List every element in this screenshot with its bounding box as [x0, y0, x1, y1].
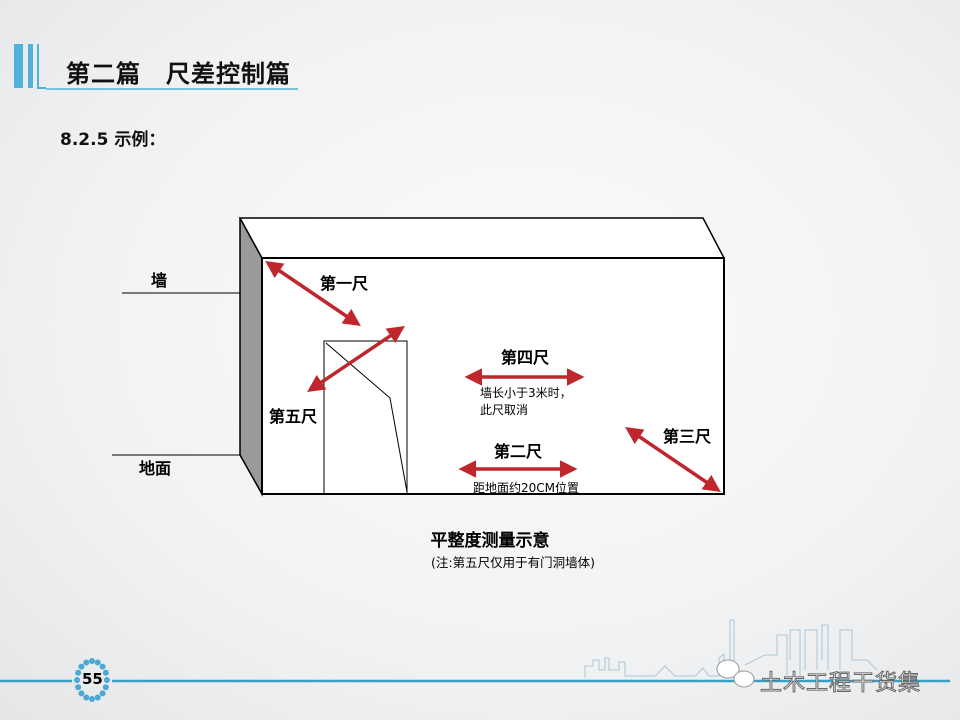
ruler-5-arrow — [307, 326, 405, 392]
ruler-2-label: 第二尺 — [494, 442, 542, 461]
ruler-4-label: 第四尺 — [501, 348, 549, 367]
ring-dot — [74, 677, 80, 683]
ring-dot — [78, 663, 85, 670]
ring-dot — [83, 694, 90, 701]
diagram-caption: 平整度测量示意 — [431, 530, 550, 551]
ring-dot — [89, 696, 95, 702]
wall-side-face — [239, 217, 263, 497]
section-heading: 8.2.5 示例： — [60, 130, 166, 150]
city-skyline — [584, 619, 878, 680]
ring-dot — [89, 658, 95, 664]
ruler-2-note: 距地面约20CM位置 — [473, 480, 579, 495]
ring-dot — [83, 659, 90, 666]
ruler-3-arrow — [625, 427, 721, 492]
page-title: 第二篇 尺差控制篇 — [66, 60, 291, 88]
footer-brand: 土木工程干货集 — [759, 671, 922, 697]
ring-dot — [75, 669, 82, 676]
ruler-3-label: 第三尺 — [663, 427, 711, 446]
title-bracket-icon — [14, 44, 46, 89]
ring-dot — [94, 694, 101, 701]
page-number: 55 — [82, 670, 103, 688]
ring-dot — [99, 663, 106, 670]
wechat-icon — [716, 659, 755, 688]
ring-dot — [102, 684, 109, 691]
wall-label: 墙 — [151, 271, 167, 290]
ruler-1-label: 第一尺 — [320, 274, 368, 293]
caption-note: (注:第五尺仅用于有门洞墙体) — [431, 555, 595, 570]
wall-top-face — [238, 217, 726, 259]
ring-dot — [94, 659, 101, 666]
ruler-1-arrow — [265, 261, 361, 326]
ruler-5-label: 第五尺 — [269, 407, 317, 426]
ruler-4-note-line2: 此尺取消 — [480, 403, 528, 417]
ruler-4-note-line1: 墙长小于3米时， — [480, 386, 572, 400]
ground-label: 地面 — [139, 459, 171, 478]
ring-dot — [78, 690, 85, 697]
ring-dot — [102, 669, 109, 676]
ring-dot — [99, 690, 106, 697]
ring-dot — [75, 684, 82, 691]
page-number-ring — [74, 658, 110, 702]
ring-dot — [104, 677, 110, 683]
